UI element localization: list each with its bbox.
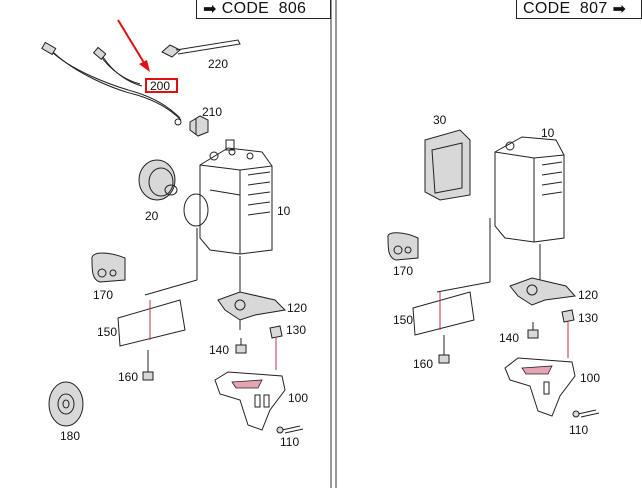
carrier-bracket-100-right [504,357,576,417]
control-unit-10-right [494,136,565,243]
grommet-130-right [561,309,575,358]
callout-30: 30 [433,113,447,127]
plate-150 [117,279,198,347]
round-cap-20 [138,159,178,201]
callout-100: 100 [288,391,308,405]
bracket-170 [91,252,126,283]
module-box-30 [424,129,471,201]
code-806-header: ➡ CODE 806 [196,0,331,19]
callout-160-right: 160 [413,357,433,371]
bolt-160 [142,350,154,381]
screw-140-right [527,322,539,339]
clip-210 [189,115,209,137]
callout-10-right: 10 [541,126,555,140]
callout-150-right: 150 [393,313,413,327]
carrier-bracket-100 [214,371,286,431]
arrow-right-icon: ➡ [612,1,627,18]
arrow-right-icon: ➡ [203,1,217,18]
highlight-box-200 [145,78,178,93]
callout-180: 180 [60,429,80,443]
callout-170-right: 170 [393,264,413,278]
screw-110-right [572,409,600,418]
callout-120: 120 [287,301,307,315]
horn-180 [48,381,84,427]
callout-150: 150 [97,325,117,339]
wiring-harness-200 [41,41,182,126]
callout-110-right: 110 [569,423,588,437]
callout-120-right: 120 [578,288,598,302]
callout-170: 170 [93,288,113,302]
mount-bracket-120 [217,291,287,330]
callout-220: 220 [208,57,228,71]
callout-140: 140 [209,343,229,357]
bolt-160-right [438,335,450,364]
cable-tie-220 [161,39,241,58]
callout-210: 210 [202,105,222,119]
code-807-label: CODE 807 [523,0,608,17]
callout-130-right: 130 [578,311,598,325]
red-pointer-arrow [117,19,150,72]
bracket-170-right [387,232,419,261]
callout-10: 10 [277,204,291,218]
screw-140 [235,338,247,354]
code-807-header: CODE 807 ➡ [516,0,642,19]
callout-100-right: 100 [580,371,600,385]
callout-140-right: 140 [499,331,519,345]
plate-150-right [412,281,491,336]
mount-bracket-120-right [509,277,577,306]
grommet-130 [269,325,283,370]
callout-20: 20 [145,209,159,223]
callout-200: 200 [150,79,170,93]
screw-110 [276,425,304,434]
control-unit-10 [183,139,273,255]
code-806-label: CODE 806 [221,0,307,17]
callout-160: 160 [118,370,138,384]
callout-110: 110 [280,435,299,449]
callout-130: 130 [286,323,306,337]
